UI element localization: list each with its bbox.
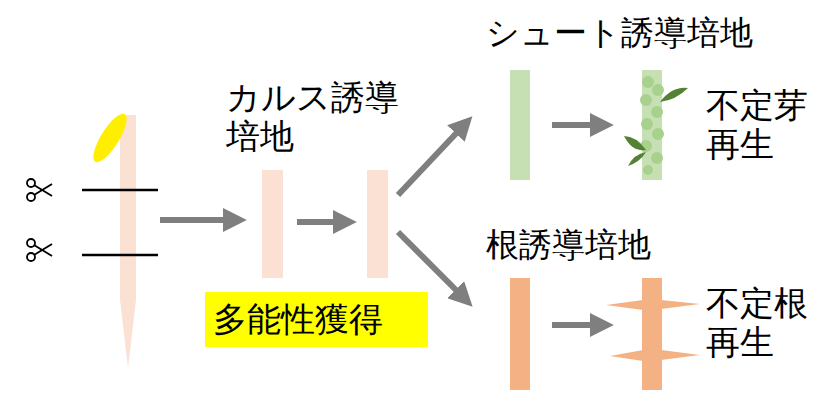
leaf: [660, 88, 688, 102]
scissors-symbol: [27, 239, 52, 261]
shoot-buds: [640, 76, 664, 175]
cut-line: [82, 254, 158, 257]
highlight-text: 多能性獲得: [213, 297, 428, 343]
highlight-box: 多能性獲得: [205, 292, 428, 347]
explant-strip: [642, 278, 662, 390]
seedling: [120, 115, 136, 368]
leaf: [624, 136, 646, 150]
caption-label: 不定芽 再生: [706, 86, 818, 164]
explant-strip: [510, 278, 530, 390]
explant-strip: [367, 170, 388, 278]
leaf: [628, 152, 646, 166]
explant-strip: [262, 170, 283, 278]
caption-label: シュート誘導培地: [486, 14, 783, 52]
scissors-symbol: [27, 179, 52, 201]
cut-line: [82, 189, 158, 192]
caption-label: 根誘導培地: [486, 226, 684, 264]
adventitious-roots: [606, 300, 700, 361]
caption-label: カルス誘導 培地: [226, 78, 406, 156]
explant-strip: [510, 70, 530, 180]
caption-label: 不定根 再生: [706, 284, 818, 362]
cotyledon: [88, 109, 133, 166]
